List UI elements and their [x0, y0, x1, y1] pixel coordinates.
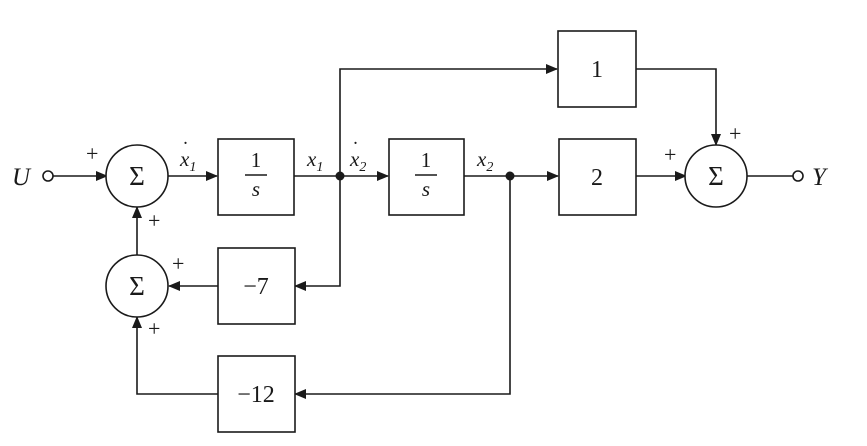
output-sum-symbol: Σ	[708, 161, 724, 191]
gain-block-x2-feedback: −12	[217, 355, 296, 433]
integrator-1-denominator: s	[252, 177, 260, 201]
integrator-block-1: 1 s	[217, 138, 295, 216]
integrator-2-numerator: 1	[421, 148, 432, 172]
output-port	[792, 170, 804, 182]
output-summing-junction: Σ	[684, 144, 748, 208]
signal-x2-dot: x2	[349, 147, 366, 175]
gain-block-x2-output: 2	[558, 138, 637, 216]
integrator-block-2: 1 s	[388, 138, 465, 216]
node-x2	[505, 171, 515, 181]
wire-node-x1-to-gain-1	[339, 64, 558, 176]
input-port	[42, 170, 54, 182]
signal-x1: x1	[306, 147, 323, 175]
feedback-sum-symbol: Σ	[129, 271, 145, 301]
wire-node-x2-to-gain-neg12	[294, 176, 511, 399]
gain-x2-output-value: 2	[591, 165, 603, 191]
output-label: Y	[812, 164, 829, 191]
wire-gain-1-to-output-sum	[636, 68, 721, 146]
signal-x1-dot: x1	[179, 147, 196, 175]
main-summing-junction: Σ	[105, 144, 169, 208]
integrator-1-numerator: 1	[251, 148, 262, 172]
sign-output-sum-direct: +	[729, 121, 741, 146]
signal-x1-dot-accent: ˙	[182, 137, 189, 161]
node-x1	[335, 171, 345, 181]
gain-direct-value: 1	[591, 57, 603, 83]
sign-output-sum-x2: +	[664, 142, 676, 167]
wire-node-x1-to-gain-neg7	[294, 176, 341, 291]
input-label: U	[12, 164, 32, 191]
sign-feedback-sum-x1: +	[172, 251, 184, 276]
gain-block-direct: 1	[557, 30, 637, 108]
gain-block-x1-feedback: −7	[217, 247, 296, 325]
main-sum-symbol: Σ	[129, 161, 145, 191]
integrator-2-denominator: s	[422, 177, 430, 201]
signal-x2: x2	[476, 147, 493, 175]
wire-gain-neg12-to-feedback-sum	[132, 316, 218, 395]
sign-feedback-sum-x2: +	[148, 316, 160, 341]
feedback-summing-junction: Σ	[105, 254, 169, 318]
sign-main-sum-feedback: +	[148, 208, 160, 233]
gain-x2-feedback-value: −12	[237, 382, 275, 408]
sign-main-sum-input: +	[86, 141, 98, 166]
gain-x1-feedback-value: −7	[243, 274, 269, 300]
signal-x2-dot-accent: ˙	[352, 137, 359, 161]
